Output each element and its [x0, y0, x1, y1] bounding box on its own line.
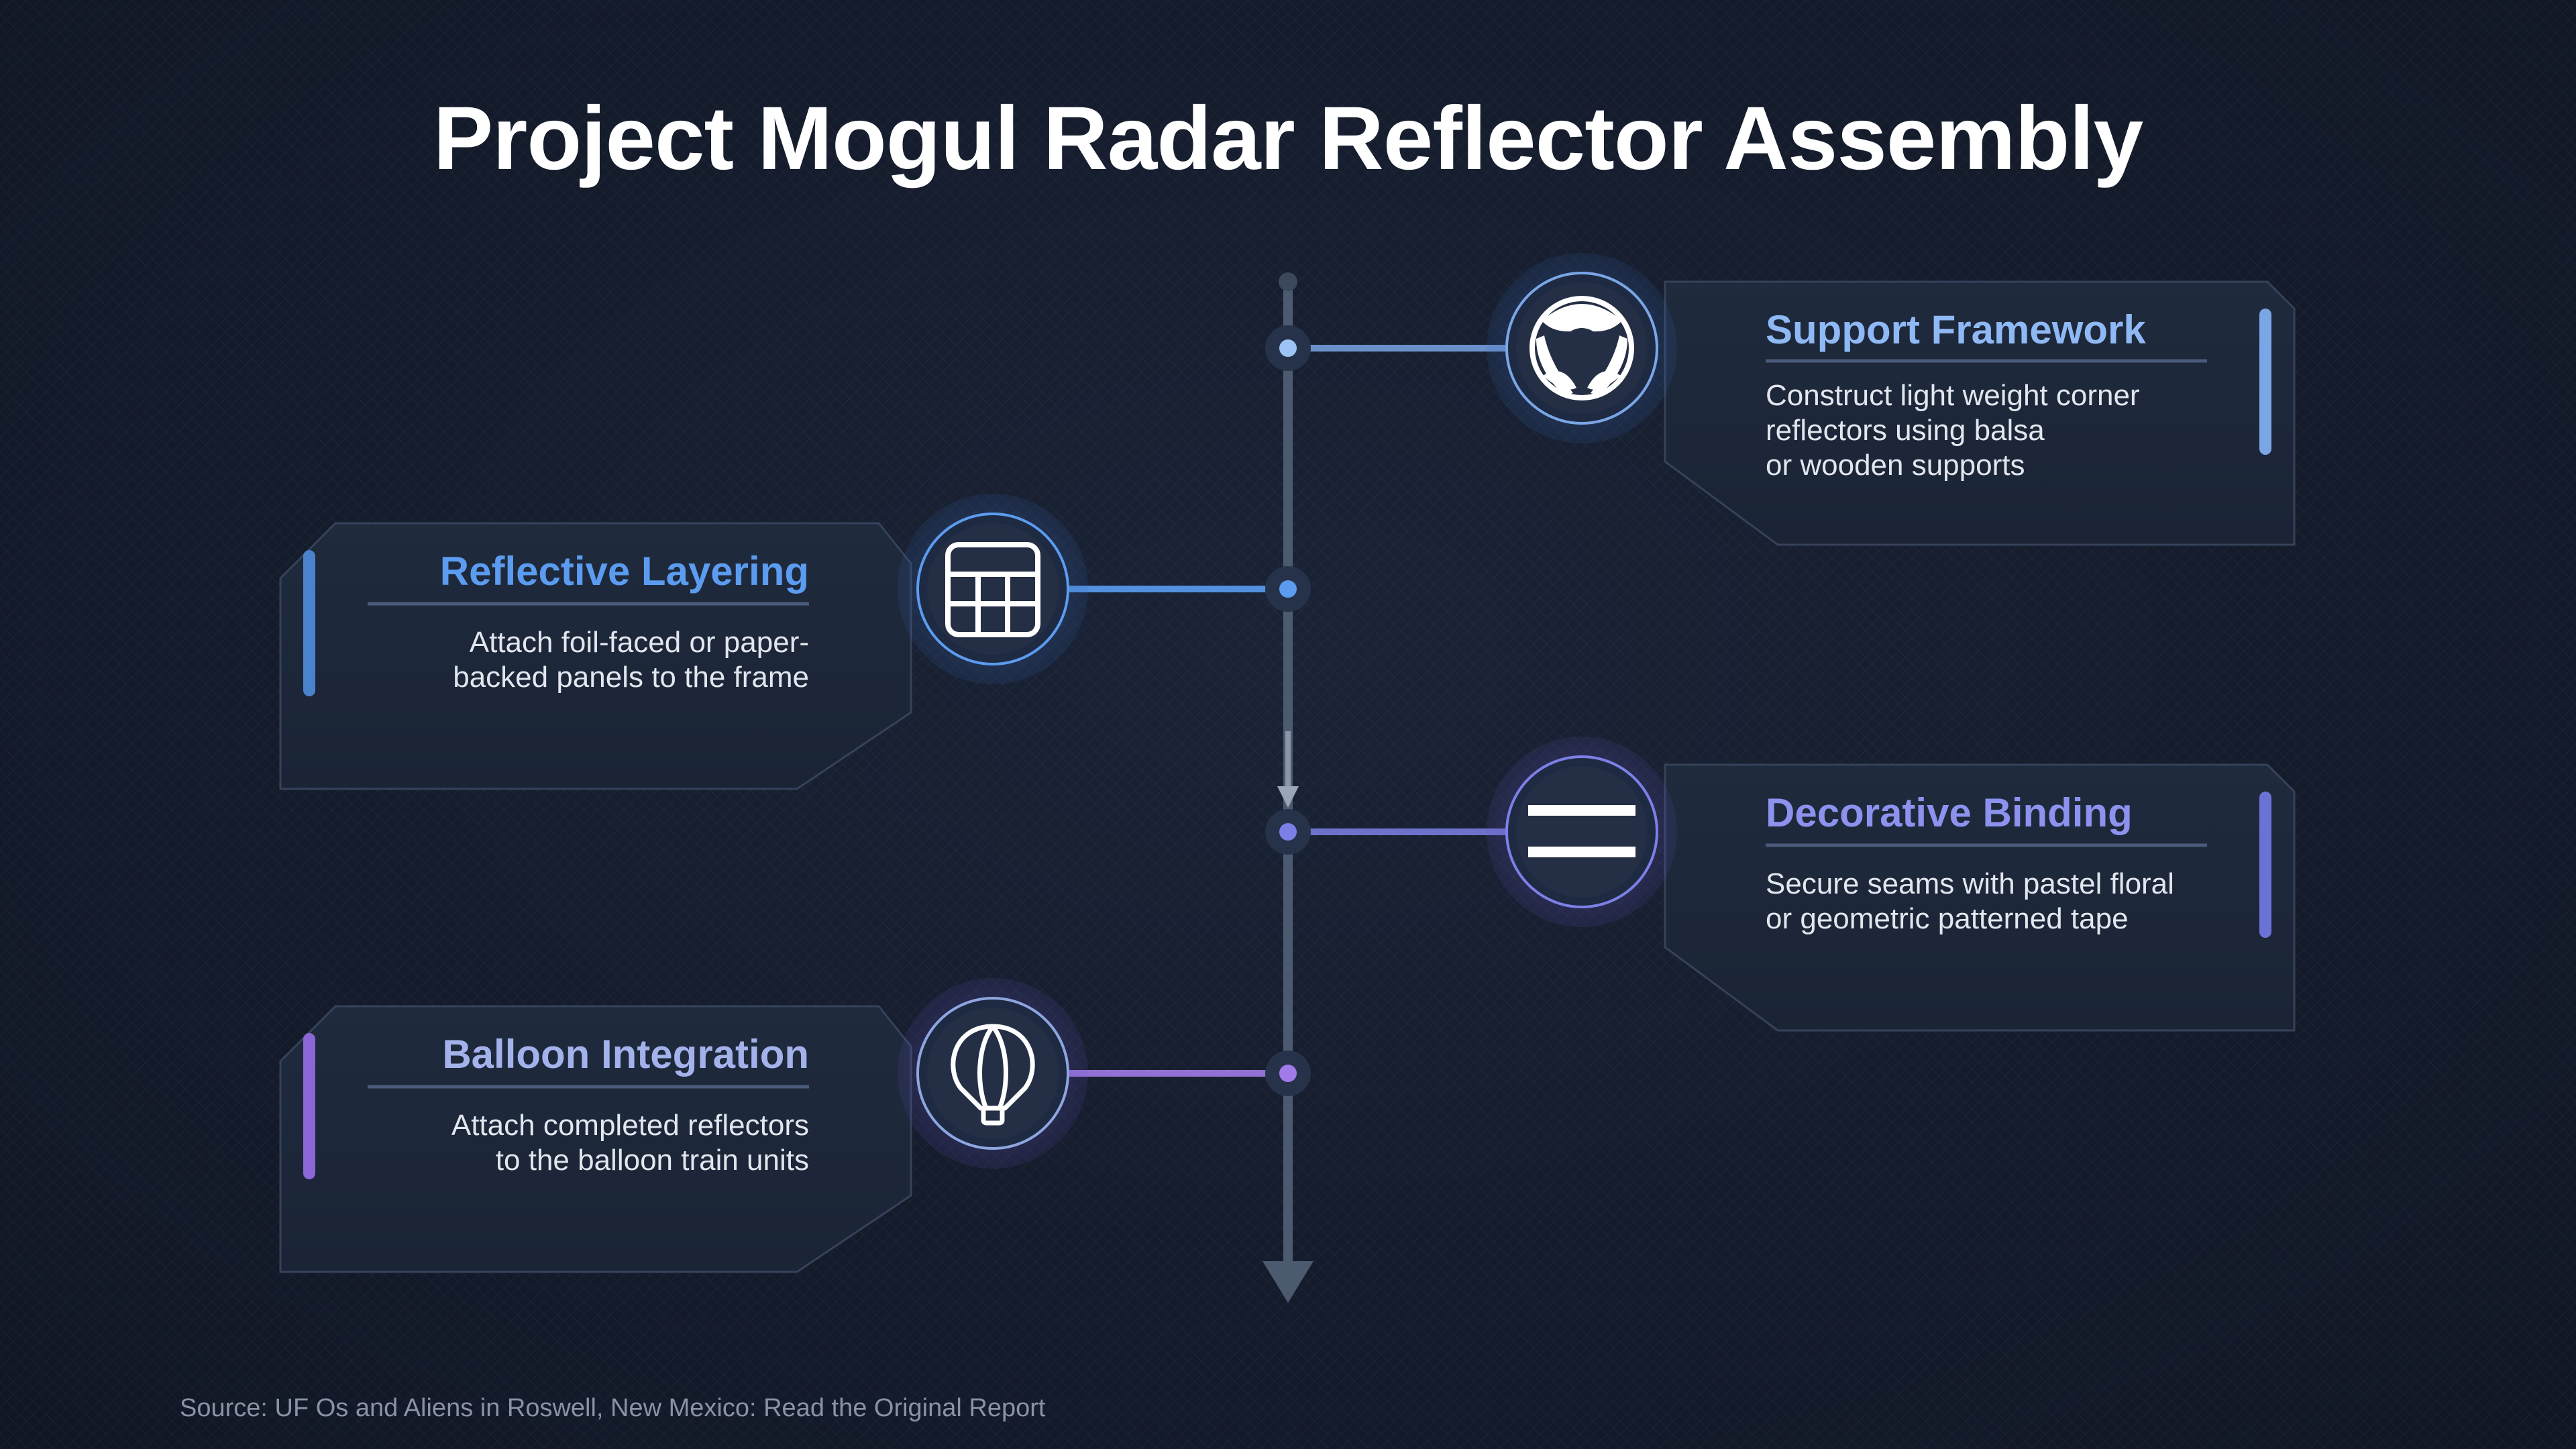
step-card	[279, 522, 912, 790]
step-card	[1664, 763, 2296, 1032]
step-decorative-binding	[1265, 737, 2296, 1032]
timeline-end-arrow	[1263, 1261, 1313, 1303]
step-balloon-integration	[279, 978, 1311, 1273]
accent-bar	[303, 1033, 315, 1179]
step-title: Decorative Binding	[1766, 790, 2133, 835]
description-line: reflectors using balsa	[1766, 414, 2045, 447]
page-title: Project Mogul Radar Reflector Assembly	[433, 89, 2143, 189]
timeline-node-dot	[1279, 1065, 1297, 1082]
accent-bar	[2259, 309, 2271, 455]
step-description: Attach completed reflectors to the ballo…	[335, 1108, 809, 1178]
accent-bar	[303, 550, 315, 696]
timeline-node-dot	[1279, 823, 1297, 841]
description-line: Construct light weight corner	[1766, 379, 2140, 412]
description-line: Attach foil-faced or paper-	[469, 626, 809, 659]
timeline-node-dot	[1279, 339, 1297, 357]
timeline-node-dot	[1279, 580, 1297, 598]
description-line: Attach completed reflectors	[451, 1109, 809, 1142]
step-description: Attach foil-faced or paper- backed panel…	[335, 625, 809, 695]
step-title: Balloon Integration	[442, 1032, 809, 1077]
description-line: or geometric patterned tape	[1766, 902, 2129, 935]
tape-stripes-icon	[1528, 805, 1635, 857]
grid-panel-icon	[945, 542, 1040, 637]
step-title: Support Framework	[1766, 307, 2146, 352]
description-line: to the balloon train units	[495, 1144, 809, 1177]
step-title: Reflective Layering	[439, 549, 809, 594]
accent-bar	[2259, 792, 2271, 938]
hot-air-balloon-icon	[951, 1024, 1035, 1126]
description-line: backed panels to the frame	[453, 661, 809, 694]
step-reflective-layering	[279, 494, 1311, 790]
step-description: Construct light weight corner reflectors…	[1766, 378, 2140, 483]
step-card	[279, 1005, 912, 1273]
description-line: Secure seams with pastel floral	[1766, 867, 2174, 900]
step-description: Secure seams with pastel floral or geome…	[1766, 867, 2174, 936]
framework-ring-icon	[1529, 296, 1634, 400]
icon-inner	[927, 523, 1059, 655]
step-support-framework	[1265, 253, 2296, 546]
description-line: or wooden supports	[1766, 449, 2025, 482]
step-card	[1664, 280, 2296, 546]
timeline-mid-arrow-head	[1277, 786, 1299, 808]
icon-inner	[1516, 766, 1648, 898]
source-citation: Source: UF Os and Aliens in Roswell, New…	[180, 1394, 1046, 1422]
timeline-start-cap	[1279, 272, 1297, 291]
